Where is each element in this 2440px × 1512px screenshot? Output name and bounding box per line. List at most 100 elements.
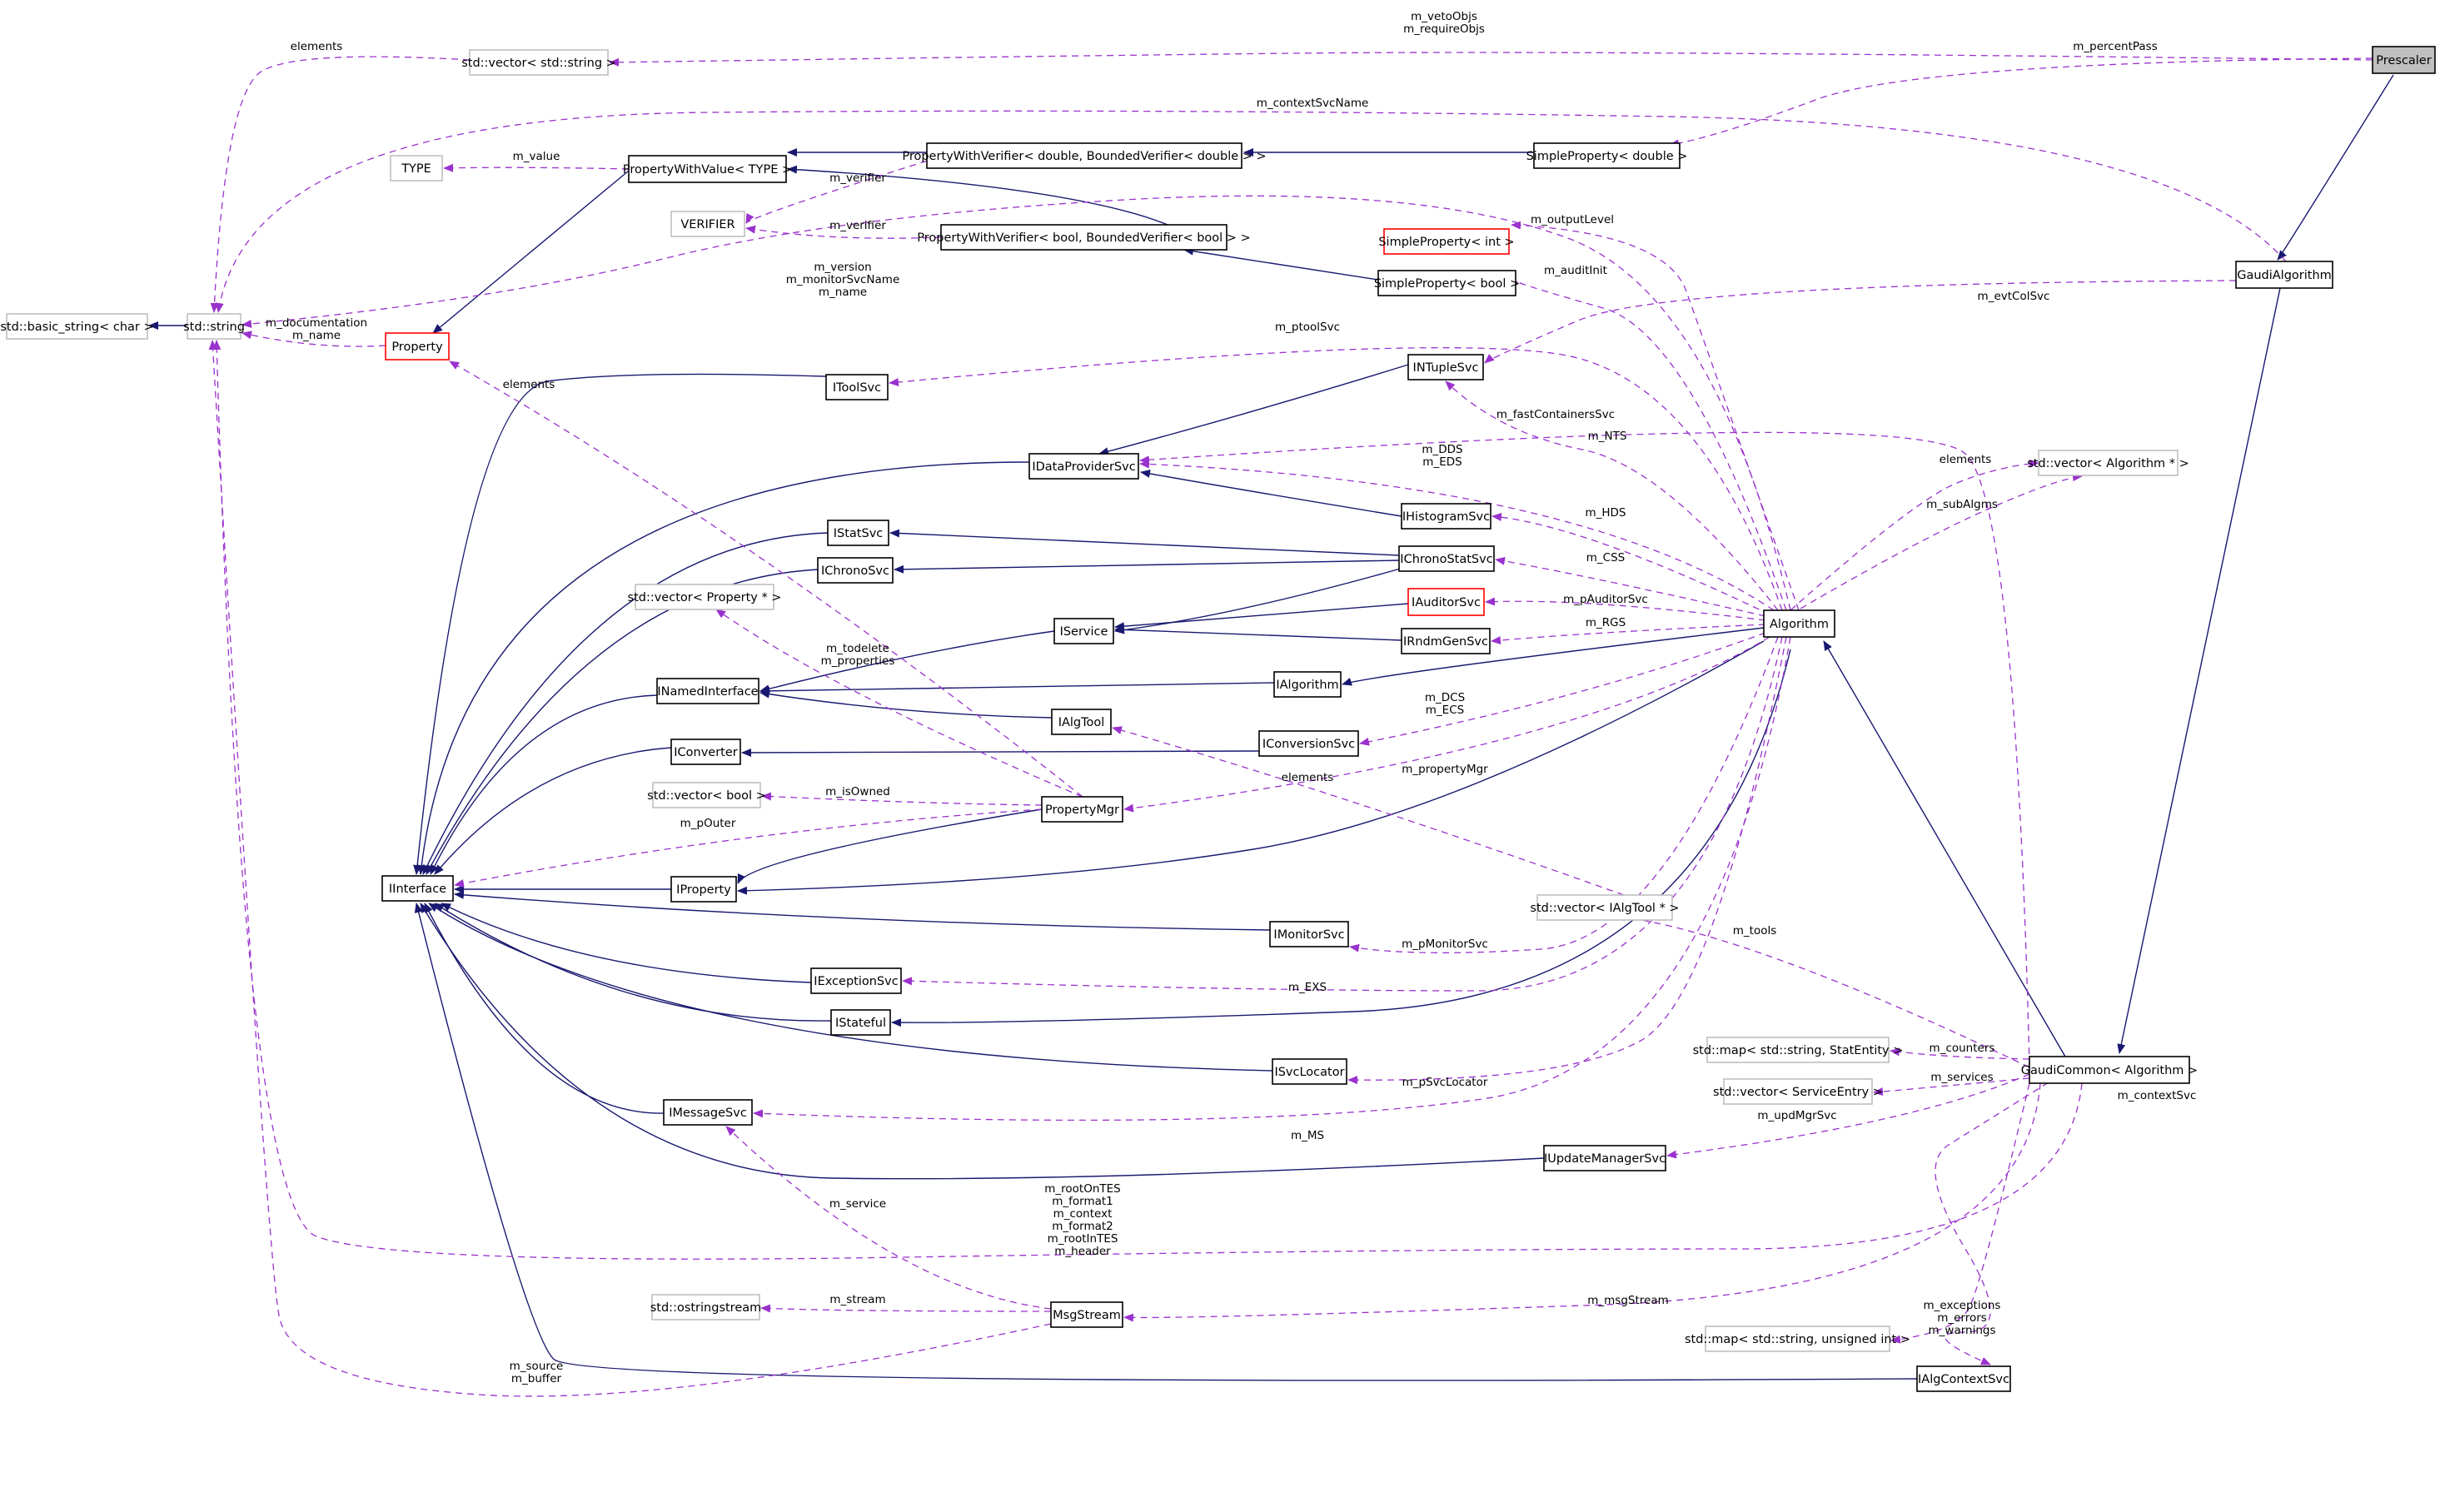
edge-label: m_pAuditorSvc bbox=[1563, 593, 1648, 606]
edge-label: m_stream bbox=[829, 1293, 885, 1306]
class-node-box bbox=[1705, 1325, 1890, 1352]
class-node-label: Algorithm bbox=[1770, 618, 1829, 631]
usage-edge-13 bbox=[449, 361, 1083, 798]
usage-edge-2 bbox=[210, 56, 471, 313]
class-node-pwver_double[interactable]: PropertyWithVerifier< double, BoundedVer… bbox=[902, 142, 1267, 169]
class-node-iservice[interactable]: IService bbox=[1053, 618, 1114, 644]
class-node-label: IAuditorSvc bbox=[1412, 596, 1481, 609]
class-node-ialgtool[interactable]: IAlgTool bbox=[1051, 709, 1112, 735]
class-node-isvclocator[interactable]: ISvcLocator bbox=[1272, 1058, 1347, 1085]
class-node-gaudicommon[interactable]: GaudiCommon< Algorithm > bbox=[2021, 1056, 2198, 1084]
usage-edge-20 bbox=[1495, 556, 1766, 617]
edge-label: m_HDS bbox=[1585, 506, 1626, 520]
class-node-sp_double[interactable]: SimpleProperty< double > bbox=[1526, 142, 1688, 169]
class-node-ialgorithm[interactable]: IAlgorithm bbox=[1273, 671, 1342, 698]
class-node-prescaler[interactable]: Prescaler bbox=[2372, 46, 2436, 74]
class-node-pwver_bool[interactable]: PropertyWithVerifier< bool, BoundedVerif… bbox=[917, 224, 1251, 251]
class-node-ichronostatsvc[interactable]: IChronoStatSvc bbox=[1398, 545, 1495, 572]
class-node-box bbox=[1706, 1037, 1890, 1063]
class-node-label: IAlgorithm bbox=[1276, 679, 1338, 692]
class-node-stdstring[interactable]: std::string bbox=[183, 313, 245, 340]
usage-edge-43 bbox=[208, 340, 1052, 1397]
class-node-label: IDataProviderSvc bbox=[1032, 460, 1135, 474]
class-node-label: SimpleProperty< bool > bbox=[1374, 277, 1520, 291]
class-node-box bbox=[635, 584, 774, 610]
class-node-ihistogramsvc[interactable]: IHistogramSvc bbox=[1401, 503, 1491, 530]
class-node-idataprovidersvc[interactable]: IDataProviderSvc bbox=[1028, 453, 1139, 480]
usage-edge-11 bbox=[242, 331, 386, 347]
class-node-iconverter[interactable]: IConverter bbox=[670, 739, 741, 765]
class-node-verifier[interactable]: VERIFIER bbox=[670, 211, 745, 237]
class-node-box bbox=[670, 739, 741, 765]
edges-layer bbox=[148, 52, 2394, 1397]
class-node-ichronosvc[interactable]: IChronoSvc bbox=[817, 557, 894, 584]
class-node-vecstr[interactable]: std::vector< std::string > bbox=[461, 49, 616, 76]
edge-label: m_contextSvc bbox=[2118, 1089, 2197, 1102]
class-node-istateful[interactable]: IStateful bbox=[830, 1009, 891, 1036]
class-node-box bbox=[656, 678, 759, 704]
class-node-ostringstream[interactable]: std::ostringstream bbox=[650, 1294, 762, 1321]
class-node-box bbox=[1916, 1365, 2011, 1392]
class-node-msgstream[interactable]: MsgStream bbox=[1050, 1301, 1123, 1328]
class-node-iinterface[interactable]: IInterface bbox=[381, 875, 454, 902]
inheritance-edge-0 bbox=[2277, 74, 2394, 261]
class-node-mapuint[interactable]: std::map< std::string, unsigned int > bbox=[1685, 1325, 1910, 1352]
class-node-algorithm[interactable]: Algorithm bbox=[1763, 609, 1835, 638]
class-node-vecalgo[interactable]: std::vector< Algorithm * > bbox=[2027, 450, 2189, 476]
class-node-itoolsvc[interactable]: IToolSvc bbox=[825, 374, 889, 400]
class-node-vecialgtool[interactable]: std::vector< IAlgTool * > bbox=[1530, 894, 1680, 921]
edge-label: m_NTS bbox=[1588, 430, 1627, 443]
class-node-basicstring[interactable]: std::basic_string< char > bbox=[0, 313, 154, 340]
class-node-intuplesvc[interactable]: INTupleSvc bbox=[1407, 354, 1484, 380]
class-node-sp_int[interactable]: SimpleProperty< int > bbox=[1378, 228, 1515, 255]
class-node-type[interactable]: TYPE bbox=[390, 155, 443, 182]
class-node-ialgcontextsvc[interactable]: IAlgContextSvc bbox=[1916, 1365, 2011, 1392]
class-node-sp_bool[interactable]: SimpleProperty< bool > bbox=[1374, 270, 1520, 296]
class-node-iproperty[interactable]: IProperty bbox=[670, 876, 737, 903]
class-node-imonitorsvc[interactable]: IMonitorSvc bbox=[1269, 921, 1349, 947]
usage-edge-21 bbox=[1485, 597, 1766, 621]
class-node-label: std::basic_string< char > bbox=[0, 321, 153, 334]
class-node-iconversionsvc[interactable]: IConversionSvc bbox=[1258, 730, 1359, 757]
class-node-box bbox=[810, 967, 902, 994]
class-node-gaudialg[interactable]: GaudiAlgorithm bbox=[2235, 261, 2333, 289]
class-node-propertymgr[interactable]: PropertyMgr bbox=[1041, 796, 1123, 823]
class-node-label: PropertyWithVerifier< double, BoundedVer… bbox=[902, 150, 1266, 163]
usage-edge-33 bbox=[1873, 1077, 2030, 1097]
class-node-label: std::ostringstream bbox=[650, 1301, 762, 1315]
class-node-mapstat[interactable]: std::map< std::string, StatEntity > bbox=[1693, 1037, 1904, 1063]
edge-label: elements bbox=[291, 40, 343, 53]
class-node-box bbox=[926, 142, 1242, 169]
class-node-property[interactable]: Property bbox=[385, 332, 450, 361]
class-node-inamedinterface[interactable]: INamedInterface bbox=[656, 678, 759, 704]
class-node-imessagesvc[interactable]: IMessageSvc bbox=[663, 1099, 753, 1126]
class-node-istatsvc[interactable]: IStatSvc bbox=[827, 520, 889, 546]
class-node-iupdatemanagersvc[interactable]: IUpdateManagerSvc bbox=[1543, 1145, 1666, 1171]
usage-edge-12 bbox=[889, 347, 1783, 611]
class-node-box bbox=[825, 374, 889, 400]
class-node-label: IRndmGenSvc bbox=[1403, 635, 1488, 649]
usage-edge-19 bbox=[1491, 513, 1770, 615]
class-node-box bbox=[670, 876, 737, 903]
class-node-label: std::vector< Property * > bbox=[628, 591, 782, 604]
edge-label: m_msgStream bbox=[1587, 1294, 1669, 1307]
edge-label: m_outputLevel bbox=[1531, 213, 1614, 226]
class-node-vecbool[interactable]: std::vector< bool > bbox=[647, 782, 766, 808]
inheritance-edge-11 bbox=[1098, 364, 1409, 456]
class-node-vecservice[interactable]: std::vector< ServiceEntry > bbox=[1713, 1078, 1883, 1105]
class-node-irndmgensvc[interactable]: IRndmGenSvc bbox=[1401, 628, 1491, 654]
edge-label: m_percentPass bbox=[2073, 40, 2157, 53]
usage-edge-29 bbox=[1615, 913, 2030, 1068]
class-node-box bbox=[1041, 796, 1123, 823]
usage-edge-26 bbox=[1123, 636, 1770, 813]
class-node-iexceptionsvc[interactable]: IExceptionSvc bbox=[810, 967, 902, 994]
class-node-iauditorsvc[interactable]: IAuditorSvc bbox=[1407, 588, 1485, 616]
class-node-vecprop[interactable]: std::vector< Property * > bbox=[628, 584, 782, 610]
class-node-label: std::vector< IAlgTool * > bbox=[1530, 902, 1679, 915]
class-node-box bbox=[1401, 628, 1491, 654]
class-node-pwv_type[interactable]: PropertyWithValue< TYPE > bbox=[623, 155, 792, 183]
edge-label: m_verifier bbox=[829, 219, 886, 232]
inheritance-edge-31 bbox=[441, 903, 812, 983]
